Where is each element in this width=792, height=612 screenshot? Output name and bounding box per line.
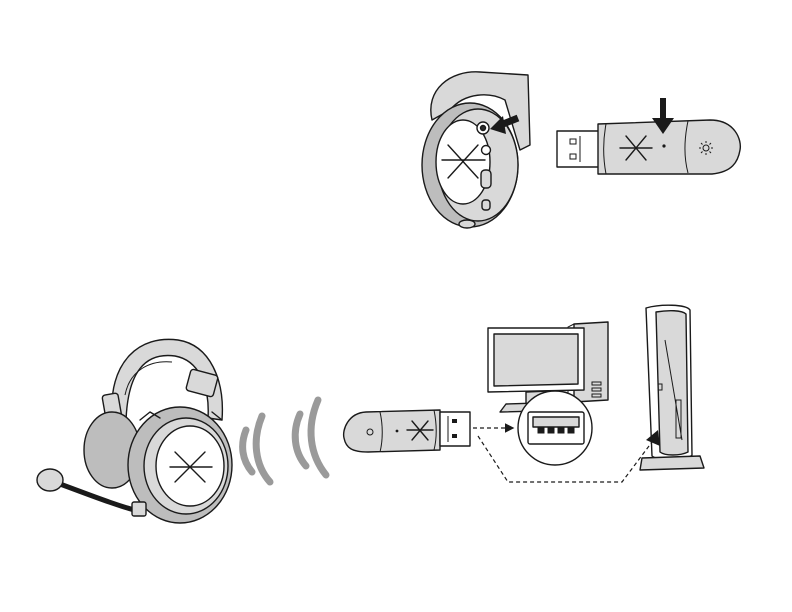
dongle-button[interactable] xyxy=(662,144,665,147)
microphone-icon xyxy=(37,469,63,491)
usb-connector xyxy=(440,412,470,446)
usb-dongle-closeup xyxy=(557,98,740,174)
headset xyxy=(37,339,232,523)
console xyxy=(640,305,704,470)
wireless-signal-icon xyxy=(243,400,326,482)
microphone-boom xyxy=(60,484,138,511)
usb-connector xyxy=(557,131,599,167)
usb-port-icon xyxy=(518,391,592,465)
headset-earcup-closeup xyxy=(422,72,530,228)
usb-dongle xyxy=(344,410,470,452)
